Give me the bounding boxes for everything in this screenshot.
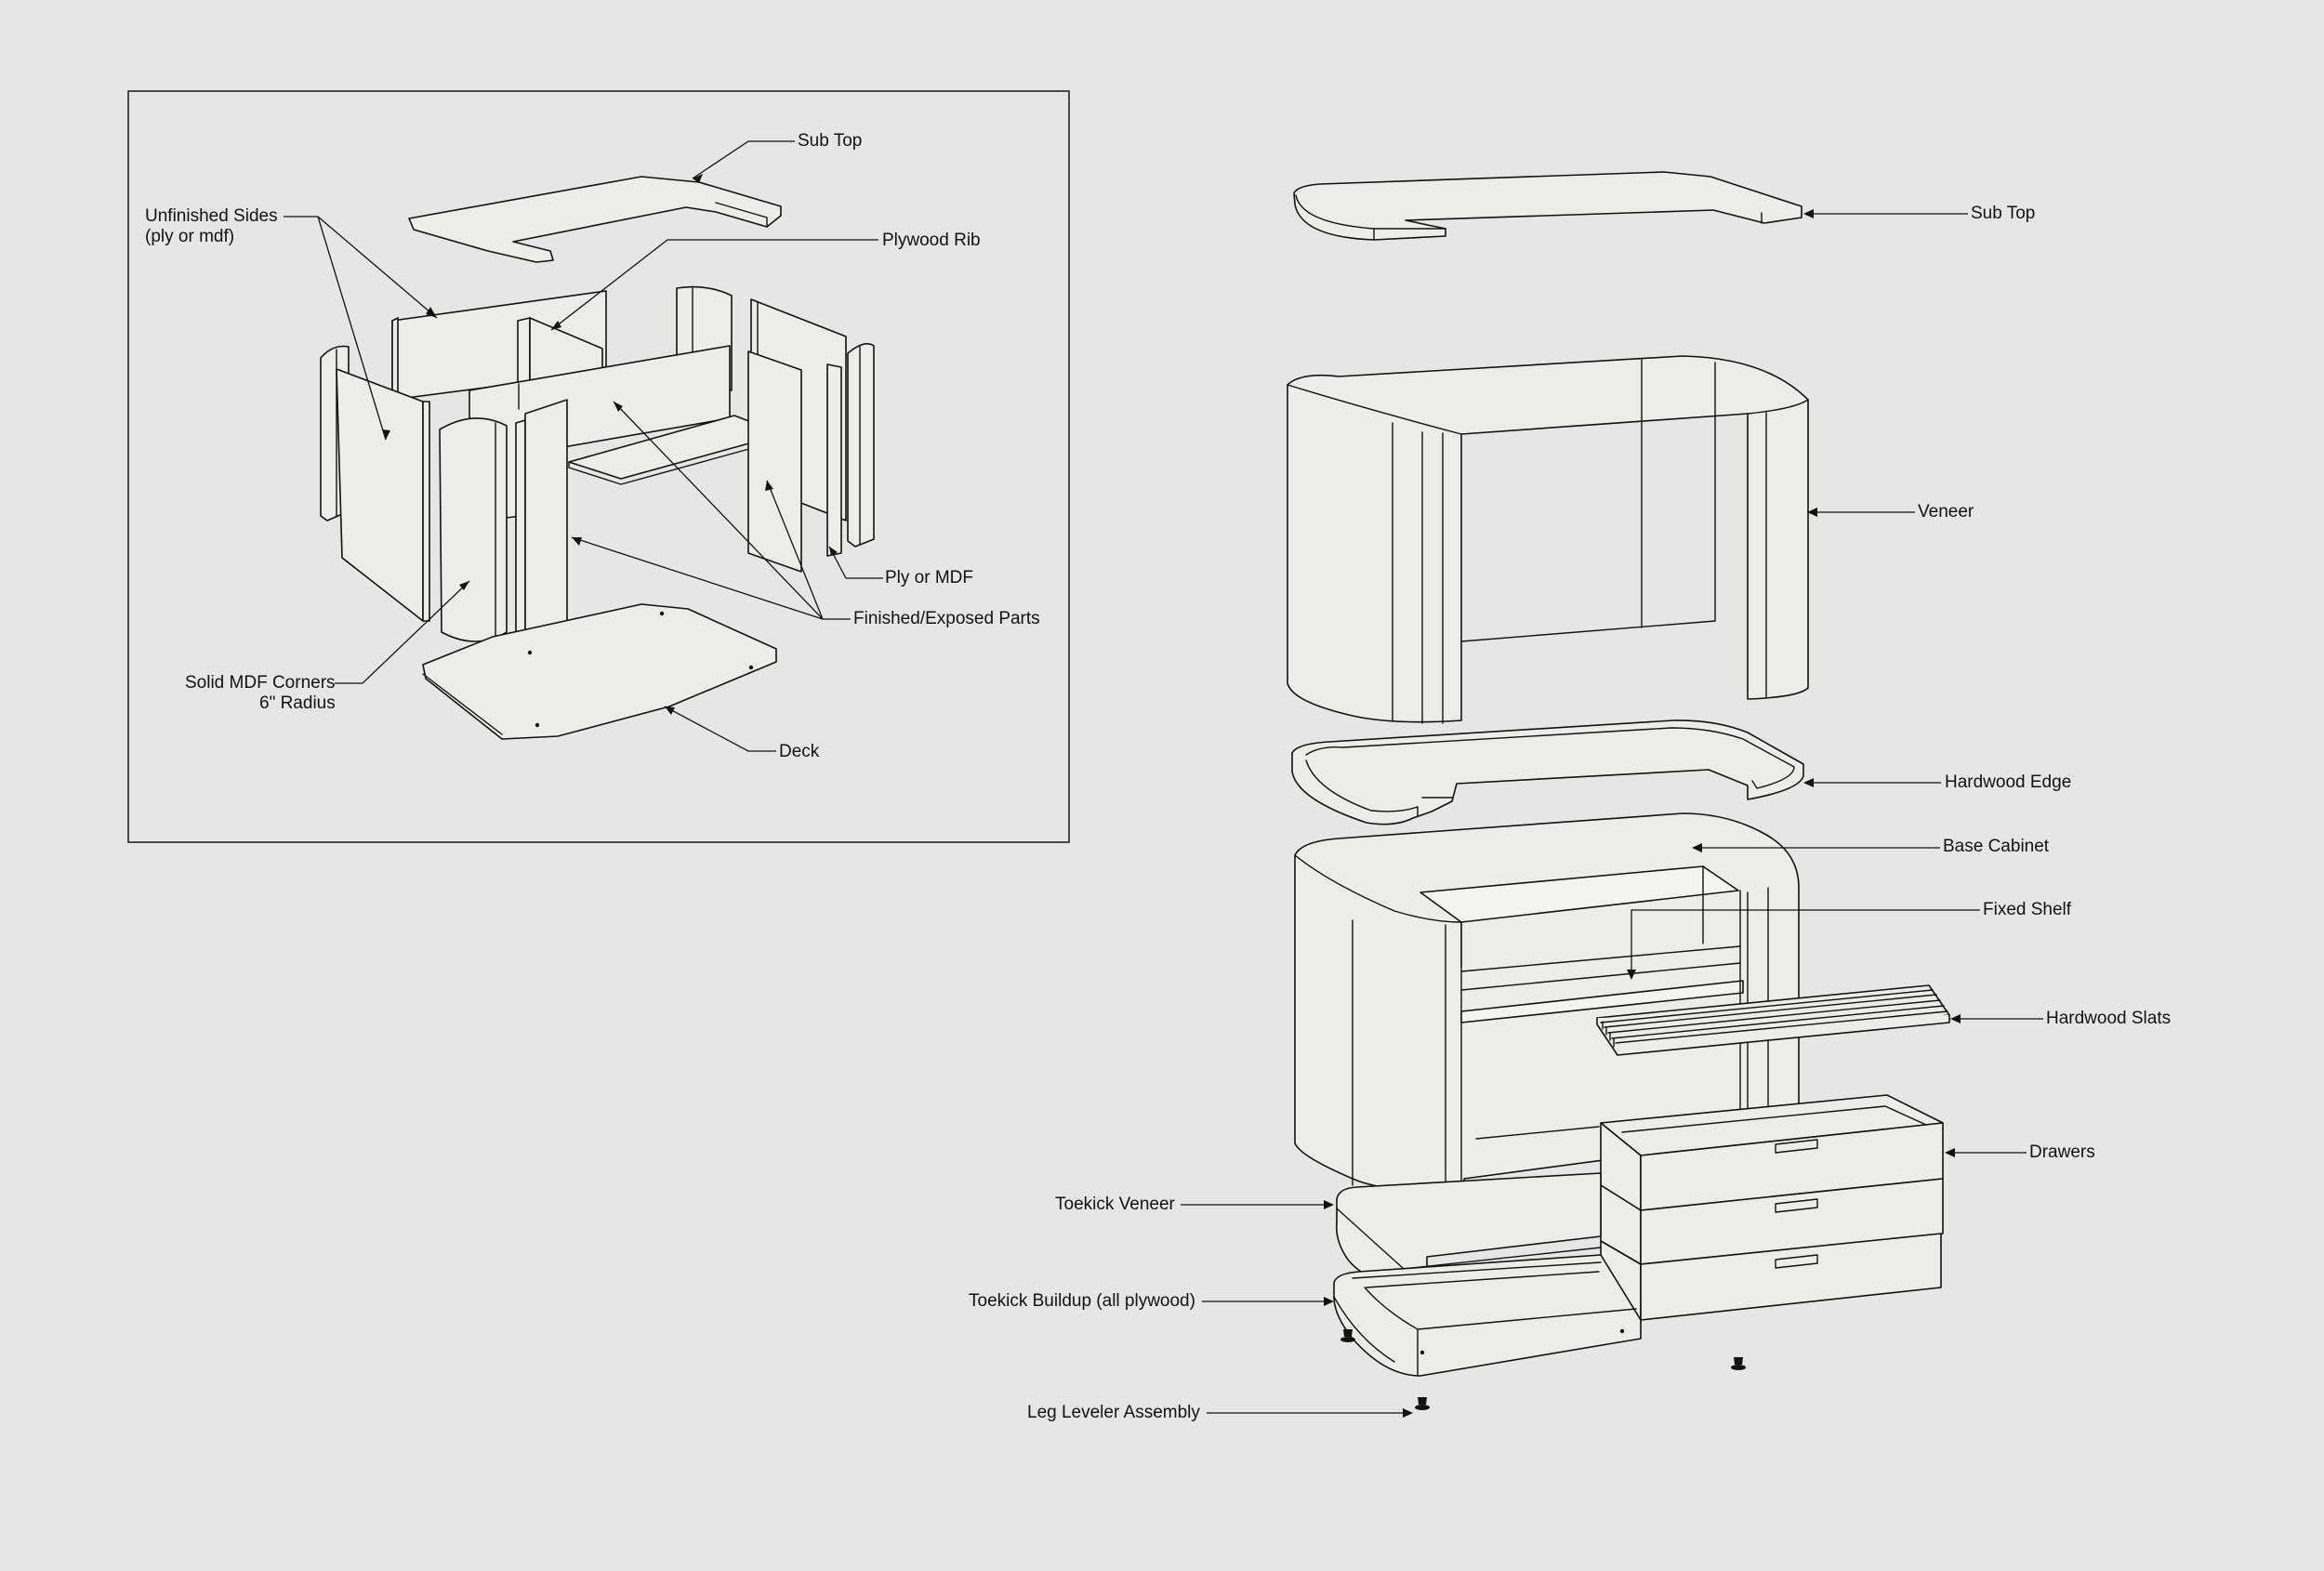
main-hardwood-slats [1596, 984, 1950, 1056]
inset-label-unfinished-sides-note: (ply or mdf) [145, 227, 235, 246]
main-label-hardwood-slats: Hardwood Slats [2046, 1009, 2172, 1028]
inset-finished-panels [515, 350, 842, 635]
main-label-fixed-shelf: Fixed Shelf [1983, 900, 2072, 919]
inset-label-radius: 6" Radius [259, 693, 336, 713]
main-label-leg-leveler: Leg Leveler Assembly [1027, 1403, 1200, 1422]
main-label-hardwood-edge: Hardwood Edge [1945, 772, 2072, 792]
main-toekick-buildup [1333, 1254, 1642, 1377]
main-hardwood-edge [1291, 719, 1804, 825]
main-leg-levelers [1340, 1329, 1746, 1410]
inset-frame [127, 90, 1070, 843]
inset-label-ply-or-mdf: Ply or MDF [885, 568, 973, 587]
main-label-toekick-buildup: Toekick Buildup (all plywood) [969, 1291, 1195, 1311]
inset-solid-mdf-corner-right [847, 343, 875, 548]
main-label-sub-top: Sub Top [1971, 204, 2036, 223]
main-label-veneer: Veneer [1918, 502, 1974, 521]
inset-label-unfinished-sides: Unfinished Sides [145, 206, 278, 226]
inset-label-finished-exposed: Finished/Exposed Parts [853, 609, 1040, 628]
inset-label-deck: Deck [779, 742, 820, 761]
inset-label-solid-mdf-corners: Solid MDF Corners [185, 673, 336, 693]
inset-sub-top [408, 176, 782, 263]
main-sub-top [1293, 171, 1802, 241]
inset-unfinished-side-left [336, 368, 430, 622]
inset-deck [422, 603, 777, 740]
main-label-toekick-veneer: Toekick Veneer [1055, 1195, 1175, 1214]
main-drawers [1600, 1094, 1944, 1321]
main-base-cabinet [1294, 812, 1800, 1191]
inset-solid-mdf-corner-front [439, 417, 508, 642]
inset-label-plywood-rib: Plywood Rib [882, 231, 981, 250]
main-leader-lines [1181, 209, 2043, 1418]
inset-leader-lines [284, 140, 883, 752]
main-veneer [1287, 355, 1809, 724]
main-label-drawers: Drawers [2029, 1142, 2095, 1162]
inset-label-sub-top: Sub Top [798, 131, 863, 151]
main-label-base-cabinet: Base Cabinet [1943, 837, 2050, 856]
